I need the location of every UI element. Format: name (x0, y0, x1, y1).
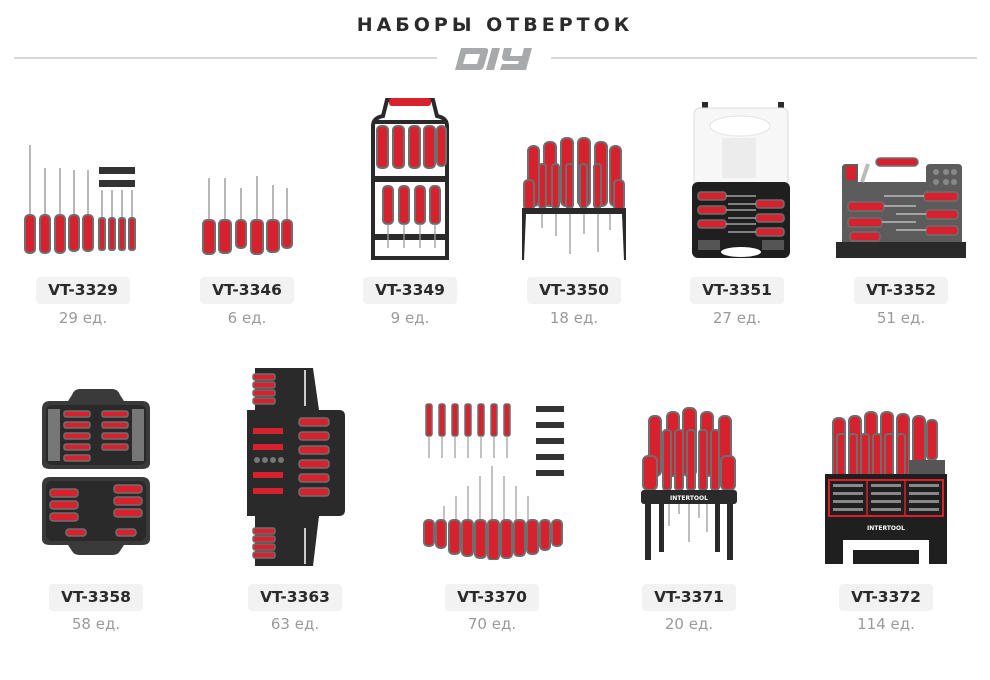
svg-text:INTERTOOL: INTERTOOL (867, 525, 905, 532)
product-card-vt-3349[interactable]: VT-3349 9 ед. (330, 90, 490, 340)
screwdriver-set-icon (202, 176, 293, 255)
screwdriver-set-with-bits-icon (24, 145, 136, 254)
product-image[interactable] (215, 368, 375, 568)
product-image[interactable]: INTERTOOL (609, 406, 769, 562)
product-card-vt-3329[interactable]: VT-3329 29 ед. (3, 90, 163, 340)
quantity-label: 29 ед. (58, 309, 108, 327)
sku-badge[interactable]: VT-3372 (839, 584, 933, 611)
screwdriver-set-in-case-icon (692, 102, 790, 258)
product-card-vt-3351[interactable]: VT-3351 27 ед. (657, 90, 817, 340)
sku-badge[interactable]: VT-3352 (854, 277, 948, 304)
quantity-label: 51 ед. (876, 309, 926, 327)
product-card-vt-3350[interactable]: VT-3350 18 ед. (494, 90, 654, 340)
quantity-label: 20 ед. (664, 615, 714, 633)
quantity-label: 9 ед. (390, 309, 430, 327)
sku-badge[interactable]: VT-3350 (527, 277, 621, 304)
product-image[interactable] (657, 100, 817, 262)
product-image[interactable] (412, 402, 572, 560)
svg-text:INTERTOOL: INTERTOOL (670, 495, 708, 502)
product-card-vt-3346[interactable]: VT-3346 6 ед. (167, 90, 327, 340)
screwdriver-set-on-rack-with-bits-icon: INTERTOOL (825, 411, 947, 564)
diy-logo-icon (455, 48, 532, 70)
screwdriver-set-in-holder-icon (371, 98, 449, 260)
screwdriver-set-fold-out-case-icon (247, 368, 345, 566)
sku-badge[interactable]: VT-3346 (200, 277, 294, 304)
sku-badge[interactable]: VT-3329 (36, 277, 130, 304)
quantity-label: 114 ед. (857, 615, 915, 633)
quantity-label: 63 ед. (270, 615, 320, 633)
quantity-label: 27 ед. (712, 309, 762, 327)
screwdriver-set-with-bit-holders-icon (423, 403, 564, 560)
product-card-vt-3370[interactable]: VT-3370 70 ед. (412, 384, 572, 634)
quantity-label: 18 ед. (549, 309, 599, 327)
product-image[interactable] (167, 140, 327, 260)
screwdriver-set-on-stand-icon (522, 137, 626, 261)
product-card-vt-3352[interactable]: VT-3352 51 ед. (821, 90, 981, 340)
divider-right (551, 57, 977, 59)
sku-badge[interactable]: VT-3370 (445, 584, 539, 611)
product-card-vt-3372[interactable]: INTERTOOL VT-3372 114 ед. (806, 384, 966, 634)
product-image[interactable] (16, 387, 176, 557)
page-title: НАБОРЫ ОТВЕРТОК (356, 14, 634, 36)
sku-badge[interactable]: VT-3351 (690, 277, 784, 304)
product-card-vt-3363[interactable]: VT-3363 63 ед. (215, 368, 375, 634)
quantity-label: 58 ед. (71, 615, 121, 633)
sku-badge[interactable]: VT-3363 (248, 584, 342, 611)
product-image[interactable] (494, 136, 654, 262)
sku-badge[interactable]: VT-3371 (642, 584, 736, 611)
product-image[interactable] (821, 152, 981, 262)
product-image[interactable] (3, 140, 163, 260)
product-card-vt-3371[interactable]: INTERTOOL VT-3371 20 ед. (609, 384, 769, 634)
screwdriver-set-in-open-case-icon (42, 389, 150, 555)
product-image[interactable] (330, 96, 490, 262)
sku-badge[interactable]: VT-3349 (363, 277, 457, 304)
screwdriver-set-on-rack-icon: INTERTOOL (641, 407, 737, 560)
screwdriver-set-with-ratchet-icon (836, 157, 966, 258)
quantity-label: 70 ед. (467, 615, 517, 633)
quantity-label: 6 ед. (227, 309, 267, 327)
product-image[interactable]: INTERTOOL (806, 410, 966, 566)
divider-left (14, 57, 437, 59)
product-card-vt-3358[interactable]: VT-3358 58 ед. (16, 384, 176, 634)
sku-badge[interactable]: VT-3358 (49, 584, 143, 611)
